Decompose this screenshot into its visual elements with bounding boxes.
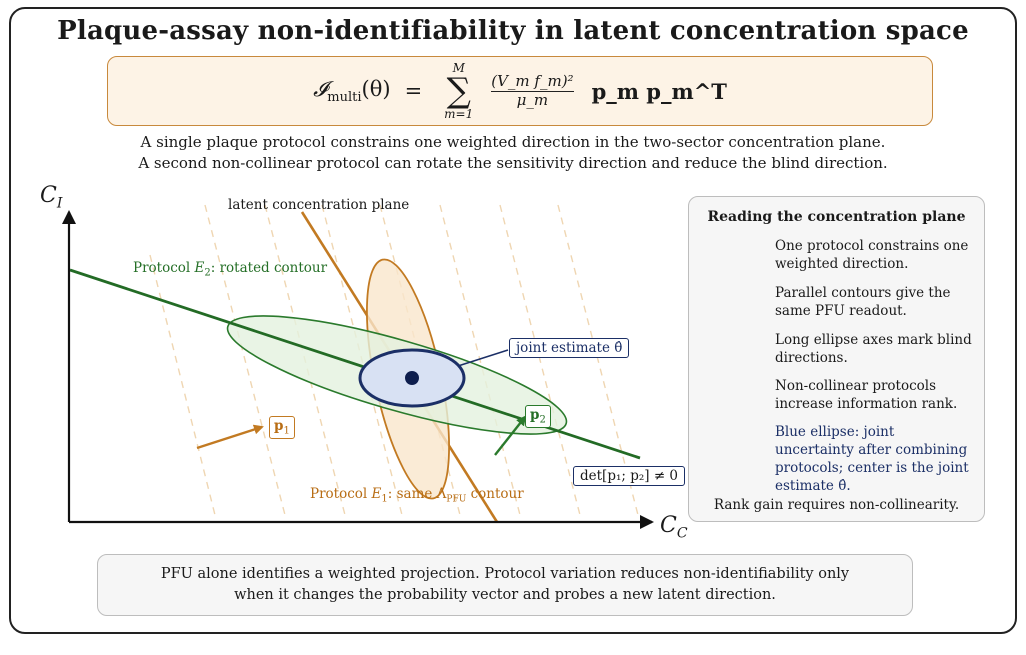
legend-item: Blue ellipse: joint uncertainty after co… bbox=[689, 423, 984, 494]
figure-frame bbox=[9, 7, 1017, 634]
formula-fraction: (V_m f_m)² μ_m bbox=[491, 72, 574, 109]
protocol-e1-label: Protocol E1: same ΛPFU contour bbox=[310, 486, 524, 505]
subtitle: A single plaque protocol constrains one … bbox=[0, 132, 1026, 174]
contour-line bbox=[499, 204, 581, 516]
figure-title: Plaque-assay non-identifiability in late… bbox=[57, 16, 969, 46]
p2-arrow bbox=[494, 415, 527, 456]
contour-line bbox=[557, 204, 639, 516]
contour-line bbox=[439, 204, 521, 516]
joint-estimate-dot bbox=[405, 371, 419, 385]
legend-item-text: Parallel contours give the same PFU read… bbox=[775, 285, 951, 319]
y-axis-label: CI bbox=[40, 183, 63, 212]
subtitle-line-1: A single plaque protocol constrains one … bbox=[140, 133, 886, 151]
legend-item-text: Long ellipse axes mark blind directions. bbox=[775, 332, 972, 366]
p2-label: p2 bbox=[525, 405, 551, 428]
x-axis-label: CC bbox=[660, 513, 688, 542]
p1-arrow bbox=[196, 424, 264, 450]
legend-item: Non-collinear protocols increase informa… bbox=[689, 377, 984, 421]
bottom-note: PFU alone identifies a weighted projecti… bbox=[97, 554, 913, 616]
latent-plane-label: latent concentration plane bbox=[228, 197, 410, 213]
joint-estimate-label: joint estimate θ̂ bbox=[509, 338, 630, 358]
legend-panel: Reading the concentration plane One prot… bbox=[688, 196, 985, 522]
bottom-note-line-2: when it changes the probability vector a… bbox=[234, 587, 776, 603]
legend-item: One protocol constrains one weighted dir… bbox=[689, 237, 984, 281]
formula-sum: M ∑ m=1 bbox=[444, 61, 474, 121]
formula-equals: = bbox=[404, 79, 423, 103]
formula-lhs: 𝓘multi(θ) bbox=[313, 76, 391, 106]
legend-item-text: One protocol constrains one weighted dir… bbox=[775, 238, 969, 272]
bottom-note-line-1: PFU alone identifies a weighted projecti… bbox=[160, 566, 850, 582]
fisher-information-formula: 𝓘multi(θ) = M ∑ m=1 (V_m f_m)² μ_m p_m p… bbox=[108, 57, 932, 125]
joint-estimate-connector bbox=[457, 349, 509, 367]
legend-item: Long ellipse axes mark blind directions. bbox=[689, 331, 984, 375]
contour-line bbox=[149, 254, 216, 516]
protocol-e2-label: Protocol E2: rotated contour bbox=[133, 260, 328, 279]
legend-item-text: Blue ellipse: joint uncertainty after co… bbox=[775, 424, 969, 494]
contour-line bbox=[204, 204, 286, 516]
p1-label: p1 bbox=[269, 416, 295, 439]
formula-box: 𝓘multi(θ) = M ∑ m=1 (V_m f_m)² μ_m p_m p… bbox=[107, 56, 933, 126]
subtitle-line-2: A second non-collinear protocol can rota… bbox=[138, 154, 888, 172]
formula-outer-product: p_m p_m^T bbox=[591, 78, 727, 104]
legend-title: Reading the concentration plane bbox=[707, 209, 966, 225]
legend-item: Parallel contours give the same PFU read… bbox=[689, 284, 984, 328]
legend-item-text: Non-collinear protocols increase informa… bbox=[775, 378, 958, 412]
determinant-label: det[p₁; p₂] ≠ 0 bbox=[573, 466, 686, 486]
legend-footer: Rank gain requires non-collinearity. bbox=[713, 497, 960, 513]
